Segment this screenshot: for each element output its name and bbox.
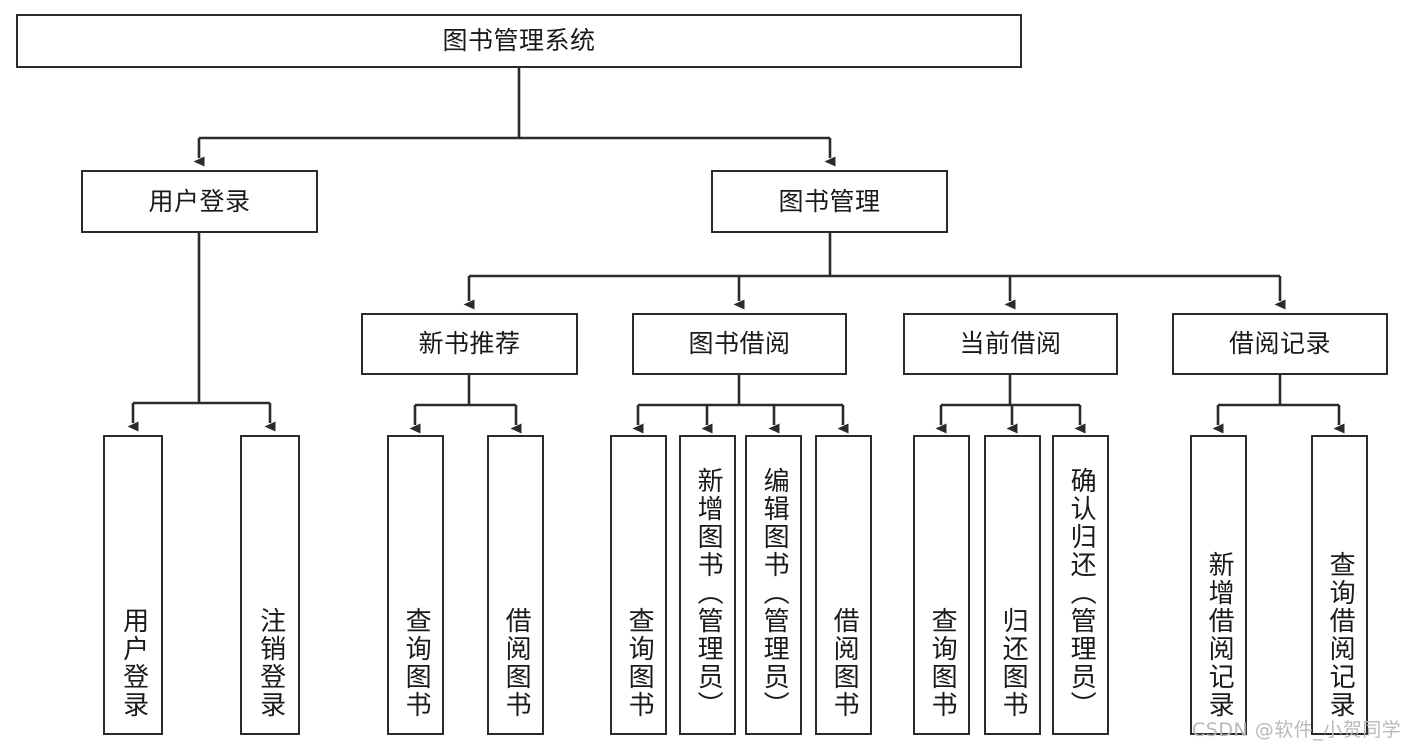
leaf-add-book-admin[interactable]: 新增图书（管理员） xyxy=(679,435,736,735)
leaf-edit-book-admin[interactable]: 编辑图书（管理员） xyxy=(745,435,802,735)
leaf-add-borrow-record-label: 新增借阅记录 xyxy=(1204,551,1235,719)
leaf-user-login[interactable]: 用户登录 xyxy=(103,435,163,735)
leaf-confirm-return-admin[interactable]: 确认归还（管理员） xyxy=(1052,435,1109,735)
node-root-label: 图书管理系统 xyxy=(442,26,596,56)
node-borrow-record[interactable]: 借阅记录 xyxy=(1172,313,1388,375)
leaf-add-borrow-record[interactable]: 新增借阅记录 xyxy=(1190,435,1247,735)
leaf-logout-label: 注销登录 xyxy=(255,607,286,719)
node-user-login-label: 用户登录 xyxy=(148,186,251,216)
leaf-query-book-borrow-label: 查询图书 xyxy=(624,607,655,719)
leaf-borrow-book[interactable]: 借阅图书 xyxy=(815,435,872,735)
node-current-borrow[interactable]: 当前借阅 xyxy=(903,313,1118,375)
node-book-management-label: 图书管理 xyxy=(778,186,881,216)
leaf-borrow-book-recommend-label: 借阅图书 xyxy=(501,607,532,719)
leaf-confirm-return-admin-label: 确认归还（管理员） xyxy=(1066,467,1097,719)
leaf-borrow-book-label: 借阅图书 xyxy=(829,607,860,719)
node-new-book-recommend-label: 新书推荐 xyxy=(418,329,521,359)
leaf-return-book[interactable]: 归还图书 xyxy=(984,435,1041,735)
leaf-add-book-admin-label: 新增图书（管理员） xyxy=(693,467,724,719)
node-new-book-recommend[interactable]: 新书推荐 xyxy=(361,313,578,375)
node-root[interactable]: 图书管理系统 xyxy=(16,14,1022,68)
node-current-borrow-label: 当前借阅 xyxy=(959,329,1062,359)
leaf-query-book-recommend-label: 查询图书 xyxy=(401,607,432,719)
node-book-borrow-label: 图书借阅 xyxy=(688,329,791,359)
csdn-watermark: CSDN @软件_小贺同学 xyxy=(1192,719,1402,741)
leaf-user-login-label: 用户登录 xyxy=(118,607,149,719)
node-user-login[interactable]: 用户登录 xyxy=(81,170,318,233)
leaf-query-borrow-record-label: 查询借阅记录 xyxy=(1325,551,1356,719)
leaf-query-book-recommend[interactable]: 查询图书 xyxy=(387,435,444,735)
leaf-query-book-current[interactable]: 查询图书 xyxy=(913,435,970,735)
node-book-borrow[interactable]: 图书借阅 xyxy=(632,313,847,375)
leaf-query-book-current-label: 查询图书 xyxy=(927,607,958,719)
leaf-borrow-book-recommend[interactable]: 借阅图书 xyxy=(487,435,544,735)
leaf-logout[interactable]: 注销登录 xyxy=(240,435,300,735)
leaf-query-borrow-record[interactable]: 查询借阅记录 xyxy=(1311,435,1368,735)
leaf-return-book-label: 归还图书 xyxy=(998,607,1029,719)
node-borrow-record-label: 借阅记录 xyxy=(1228,329,1331,359)
node-book-management[interactable]: 图书管理 xyxy=(711,170,948,233)
leaf-edit-book-admin-label: 编辑图书（管理员） xyxy=(759,467,790,719)
leaf-query-book-borrow[interactable]: 查询图书 xyxy=(610,435,667,735)
